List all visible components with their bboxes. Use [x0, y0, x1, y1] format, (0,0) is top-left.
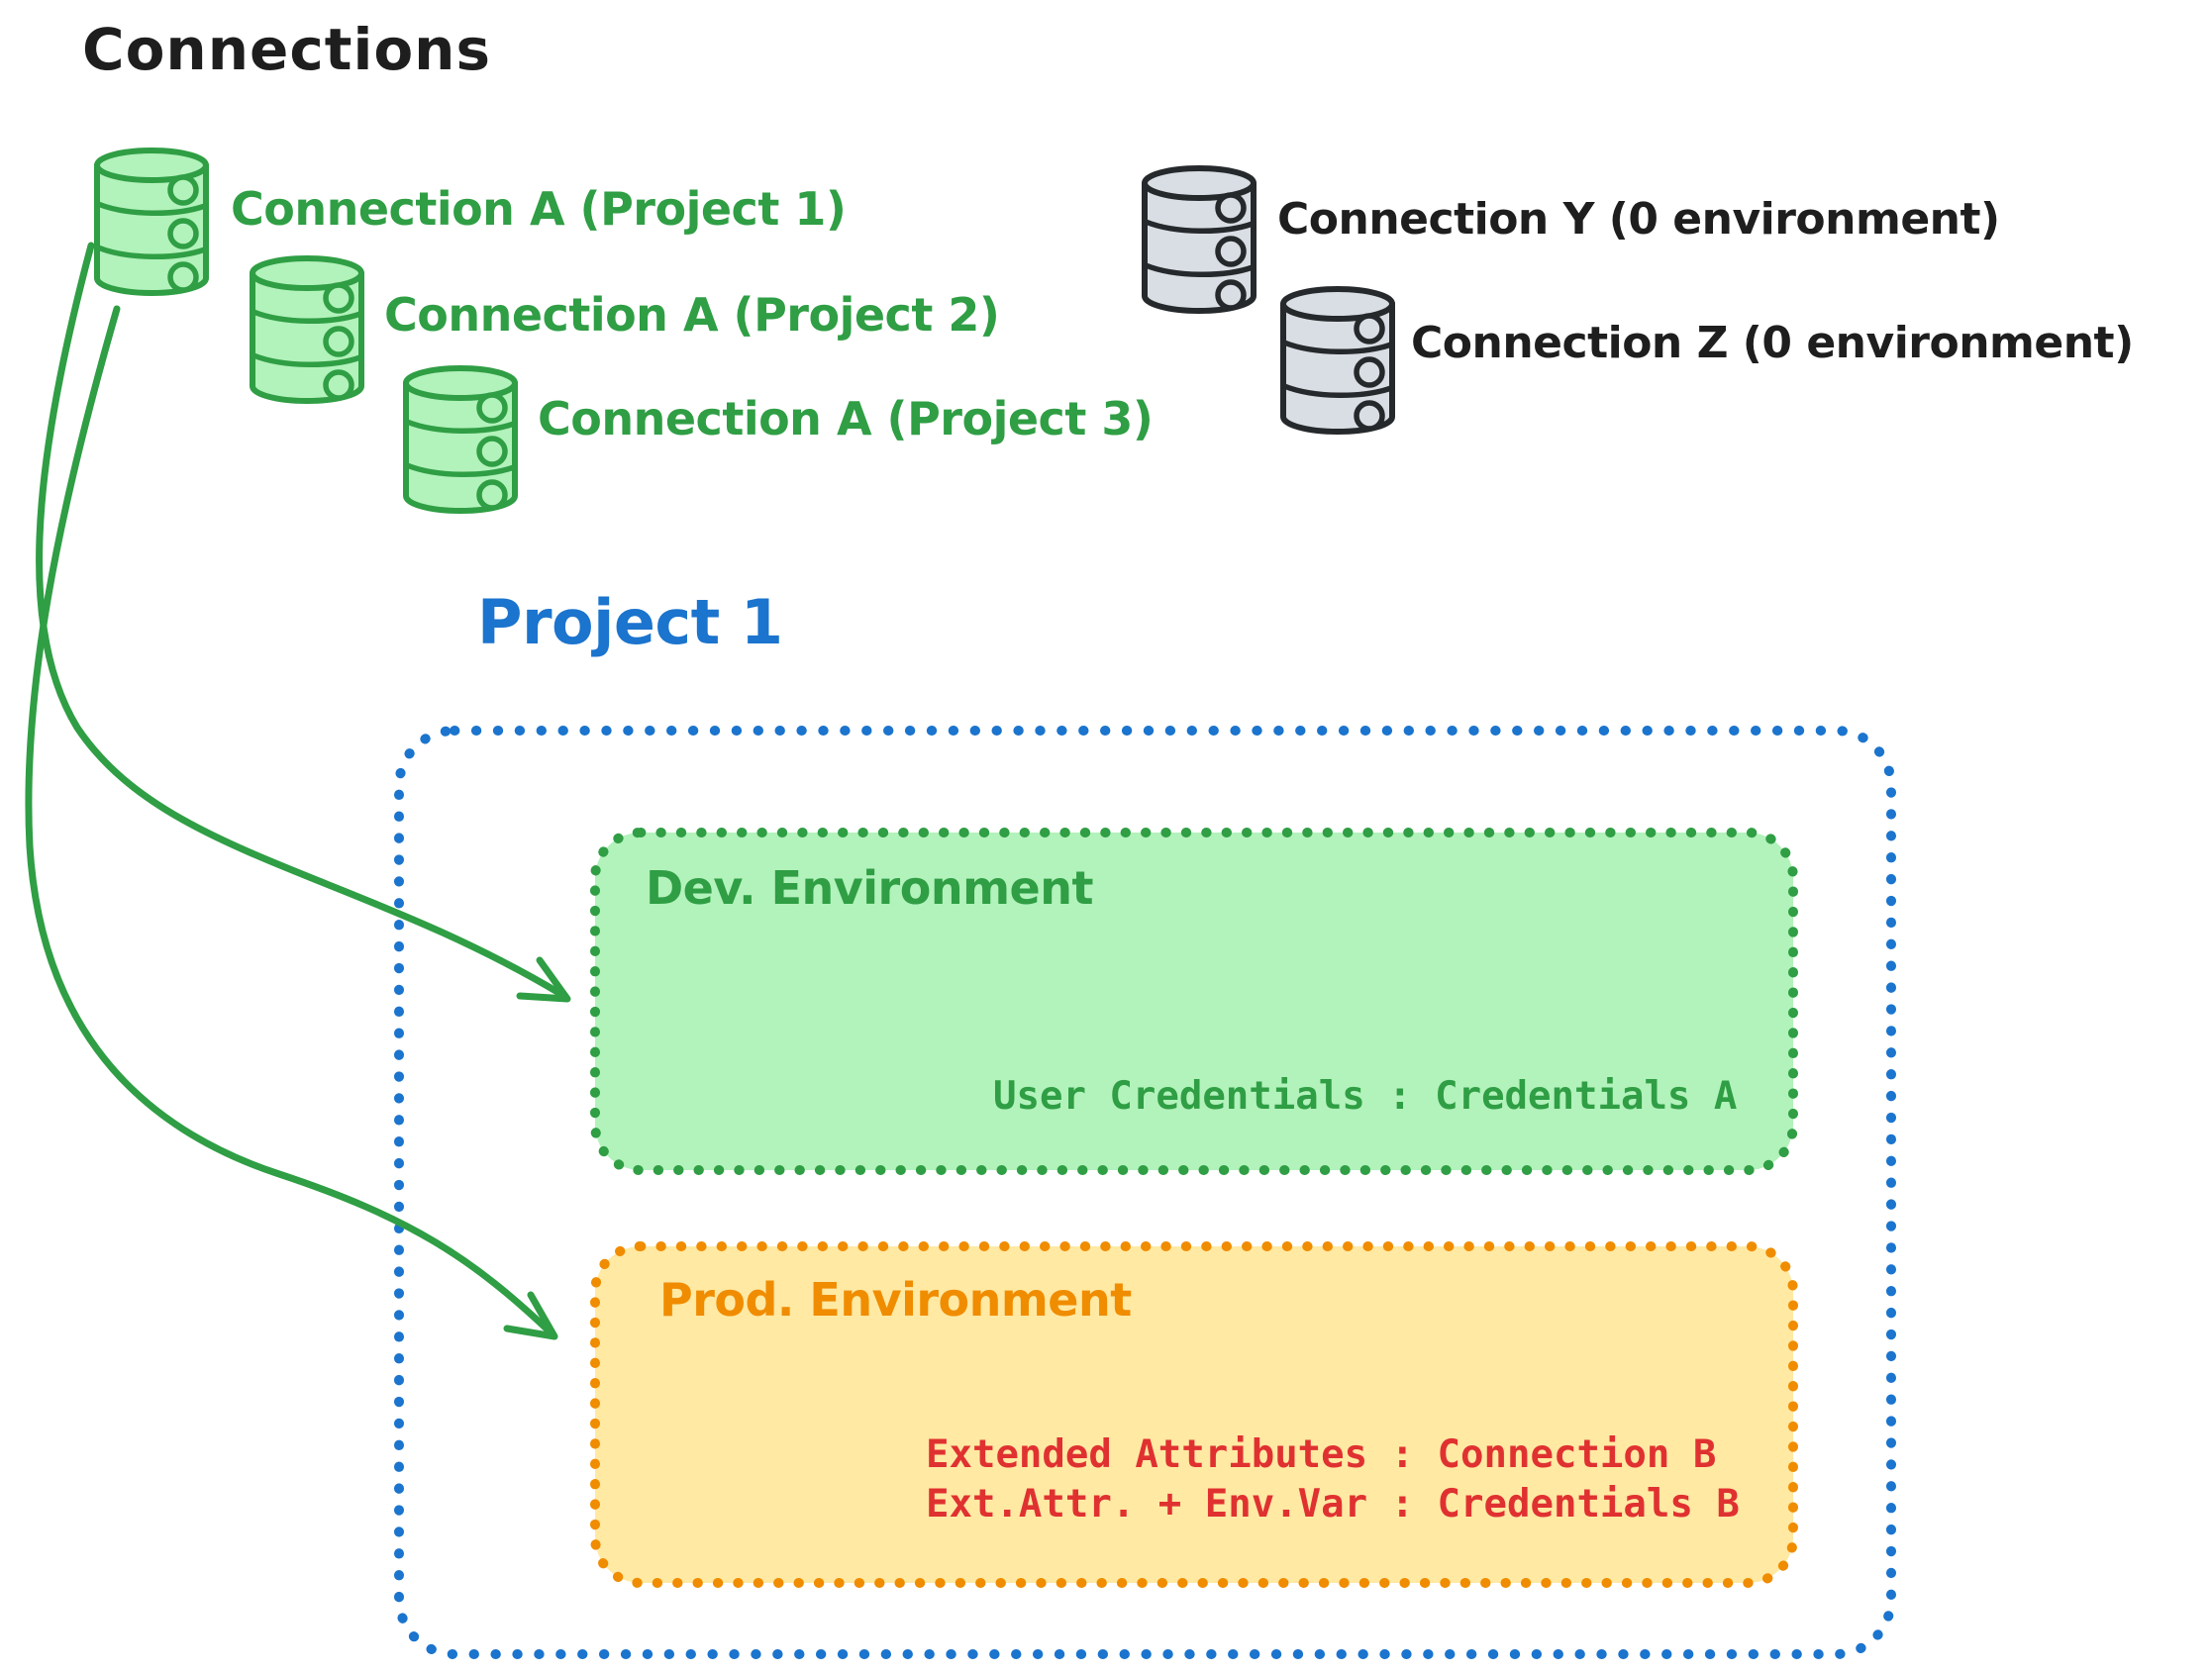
project-1-boundary: [394, 726, 1896, 1659]
label-connection-a-project-3: Connection A (Project 3): [538, 392, 1154, 445]
label-connection-z: Connection Z (0 environment): [1411, 318, 2134, 368]
arrow-connection-a-to-dev: [36, 242, 566, 999]
prod-mapping-line-2: Ext.Attr. + Env.Var : Credentials B: [926, 1482, 1740, 1526]
label-connection-y: Connection Y (0 environment): [1277, 194, 2000, 245]
database-icon-connection-y: [1145, 168, 1254, 311]
database-icon-connection-a-project-2: [252, 258, 361, 401]
prod-environment-box: [590, 1241, 1798, 1588]
database-icon-connection-a-project-1: [97, 150, 206, 293]
project-1-title: Project 1: [477, 586, 783, 658]
arrowhead-prod-icon: [503, 1291, 558, 1340]
dev-environment-box: [590, 828, 1798, 1175]
label-connection-a-project-2: Connection A (Project 2): [384, 288, 1000, 342]
label-connection-a-project-1: Connection A (Project 1): [231, 182, 847, 236]
database-icon-connection-a-project-3: [406, 368, 515, 511]
connections-title: Connections: [82, 16, 491, 83]
arrow-connection-a-to-prod: [25, 305, 554, 1336]
arrowhead-dev-icon: [516, 956, 571, 1003]
prod-environment-title: Prod. Environment: [659, 1273, 1132, 1327]
dev-environment-title: Dev. Environment: [646, 861, 1093, 915]
prod-mapping-line-1: Extended Attributes : Connection B: [926, 1432, 1717, 1477]
dev-credentials-mapping: User Credentials : Credentials A: [993, 1074, 1738, 1119]
database-icon-connection-z: [1283, 289, 1392, 432]
